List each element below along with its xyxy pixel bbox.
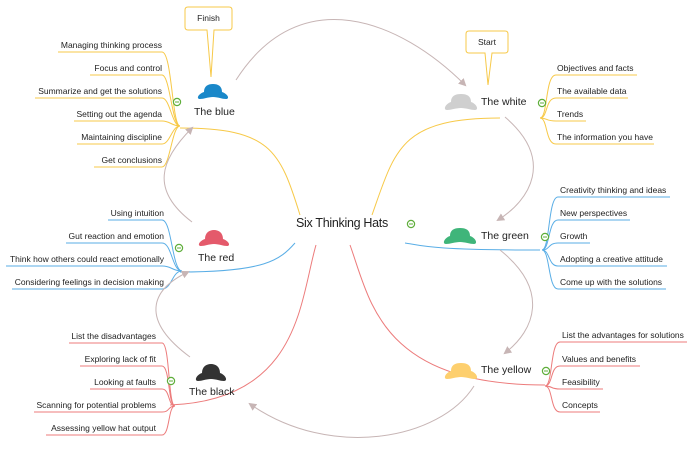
- connector-central-red: [179, 242, 296, 273]
- yellow-branches: [544, 341, 687, 413]
- finish-callout[interactable]: Finish: [197, 13, 220, 23]
- hat-label-black[interactable]: The black: [189, 386, 235, 398]
- collapse-button-yellow[interactable]: [541, 366, 551, 376]
- collapse-button-central[interactable]: [406, 219, 416, 229]
- collapse-button-black[interactable]: [166, 376, 176, 386]
- hat-label-green[interactable]: The green: [481, 230, 529, 242]
- subtopic-yellow-4[interactable]: Concepts: [562, 400, 598, 410]
- collapse-button-blue[interactable]: [172, 97, 182, 107]
- subtopic-green-1[interactable]: Creativity thinking and ideas: [560, 185, 667, 195]
- subtopic-green-3[interactable]: Growth: [560, 231, 588, 241]
- collapse-button-green[interactable]: [540, 232, 550, 242]
- subtopic-red-1[interactable]: Using intuition: [110, 208, 164, 218]
- subtopic-red-2[interactable]: Gut reaction and emotion: [68, 231, 164, 241]
- blue-hat-icon: [197, 84, 229, 99]
- hat-label-blue[interactable]: The blue: [194, 106, 235, 118]
- subtopic-blue-3[interactable]: Summarize and get the solutions: [38, 86, 162, 96]
- white-branches: [539, 74, 654, 145]
- subtopic-red-4[interactable]: Considering feelings in decision making: [14, 277, 164, 287]
- connector-central-blue: [179, 127, 301, 216]
- green-hat-icon: [443, 228, 477, 244]
- yellow-hat-icon: [444, 363, 478, 379]
- hat-label-red[interactable]: The red: [198, 252, 235, 264]
- subtopic-black-3[interactable]: Looking at faults: [94, 377, 156, 387]
- subtopic-black-1[interactable]: List the disadvantages: [71, 331, 156, 341]
- collapse-button-white[interactable]: [537, 98, 547, 108]
- subtopic-white-3[interactable]: Trends: [557, 109, 584, 119]
- subtopic-black-4[interactable]: Scanning for potential problems: [36, 400, 156, 410]
- arrow-blue-to-white: [235, 19, 467, 87]
- subtopic-green-4[interactable]: Adopting a creative attitude: [560, 254, 664, 264]
- connector-central-green: [404, 242, 541, 251]
- hat-label-white[interactable]: The white: [481, 96, 527, 108]
- green-branches: [541, 196, 670, 290]
- finish-callout-shape: [184, 6, 233, 78]
- subtopic-green-5[interactable]: Come up with the solutions: [560, 277, 663, 287]
- connector-central-white: [371, 117, 501, 216]
- arrow-green-to-yellow: [499, 249, 534, 355]
- red-hat-icon: [198, 230, 230, 246]
- subtopic-white-2[interactable]: The available data: [557, 86, 627, 96]
- arrow-white-to-green: [496, 116, 534, 222]
- subtopic-blue-6[interactable]: Get conclusions: [101, 155, 162, 165]
- subtopic-yellow-1[interactable]: List the advantages for solutions: [562, 330, 684, 340]
- connector-central-black: [169, 244, 317, 406]
- subtopic-green-2[interactable]: New perspectives: [560, 208, 628, 218]
- subtopic-blue-5[interactable]: Maintaining discipline: [81, 132, 162, 142]
- black-hat-icon: [195, 364, 227, 381]
- connector-central-yellow: [349, 244, 546, 386]
- arrow-red-to-blue: [163, 126, 194, 223]
- subtopic-white-4[interactable]: The information you have: [557, 132, 653, 142]
- central-topic[interactable]: Six Thinking Hats: [296, 216, 388, 230]
- hat-label-yellow[interactable]: The yellow: [481, 364, 532, 376]
- subtopic-black-2[interactable]: Exploring lack of fit: [84, 354, 156, 364]
- start-callout-shape: [465, 30, 509, 86]
- subtopic-black-5[interactable]: Assessing yellow hat output: [51, 423, 156, 433]
- arrow-black-to-red: [155, 270, 191, 358]
- blue-branches: [35, 51, 181, 168]
- subtopic-blue-2[interactable]: Focus and control: [94, 63, 162, 73]
- subtopic-red-3[interactable]: Think how others could react emotionally: [9, 254, 164, 264]
- subtopic-yellow-3[interactable]: Feasibility: [562, 377, 600, 387]
- subtopic-blue-1[interactable]: Managing thinking process: [60, 40, 162, 50]
- subtopic-yellow-2[interactable]: Values and benefits: [562, 354, 637, 364]
- subtopic-blue-4[interactable]: Setting out the agenda: [76, 109, 162, 119]
- arrow-yellow-to-black: [248, 385, 475, 438]
- white-hat-icon: [444, 94, 478, 110]
- start-callout[interactable]: Start: [478, 37, 496, 47]
- subtopic-white-1[interactable]: Objectives and facts: [557, 63, 634, 73]
- collapse-button-red[interactable]: [174, 243, 184, 253]
